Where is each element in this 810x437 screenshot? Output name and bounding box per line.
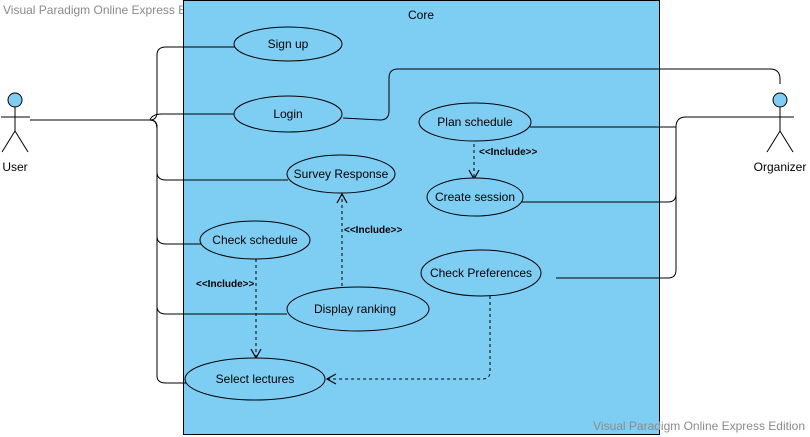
use-case-label: Survey Response [294,167,389,181]
use-case-label: Login [273,107,302,121]
use-case-label: Plan schedule [437,115,513,129]
use-case-select-lectures[interactable]: Select lectures [184,357,326,401]
association-user-login [149,113,234,121]
use-case-sign-up[interactable]: Sign up [233,26,343,62]
actor-user[interactable]: User [1,92,30,174]
actor-organizer-head-icon [772,92,788,108]
actor-organizer-figure-icon [766,107,794,153]
actor-user-label: User [2,160,27,174]
organizer-associations [342,68,781,279]
actor-organizer-label: Organizer [754,160,807,174]
include-label-check-select: <<Include>> [196,279,255,290]
use-case-check-schedule[interactable]: Check schedule [199,220,311,260]
use-case-plan-schedule[interactable]: Plan schedule [418,102,532,142]
use-case-label: Create session [435,190,515,204]
use-case-survey-response[interactable]: Survey Response [286,154,396,194]
actor-user-figure-icon [1,107,30,153]
actor-organizer[interactable]: Organizer [754,92,807,174]
use-case-label: Check schedule [212,233,298,247]
use-case-check-preferences[interactable]: Check Preferences [420,249,542,297]
association-user-sign-up [149,46,235,121]
use-case-create-session[interactable]: Create session [426,177,524,217]
include-label-plan-create: <<Include>> [479,147,538,158]
association-organizer-check-preferences [556,126,677,279]
use-case-login[interactable]: Login [233,95,343,133]
use-case-label: Check Preferences [430,266,532,280]
association-user-select-lectures [149,119,186,384]
association-organizer-login [342,68,781,121]
watermark-top: Visual Paradigm Online Express Edition [3,3,215,17]
use-case-label: Select lectures [216,372,295,386]
use-case-label: Display ranking [314,302,396,316]
system-name: Core [408,8,434,22]
include-label-display-survey: <<Include>> [344,225,403,236]
actor-user-head-icon [7,92,23,108]
use-case-display-ranking[interactable]: Display ranking [286,286,430,332]
use-case-label: Sign up [268,37,309,51]
watermark-bottom: Visual Paradigm Online Express Edition [593,419,805,433]
user-associations [30,46,288,384]
include-relations [250,138,491,385]
